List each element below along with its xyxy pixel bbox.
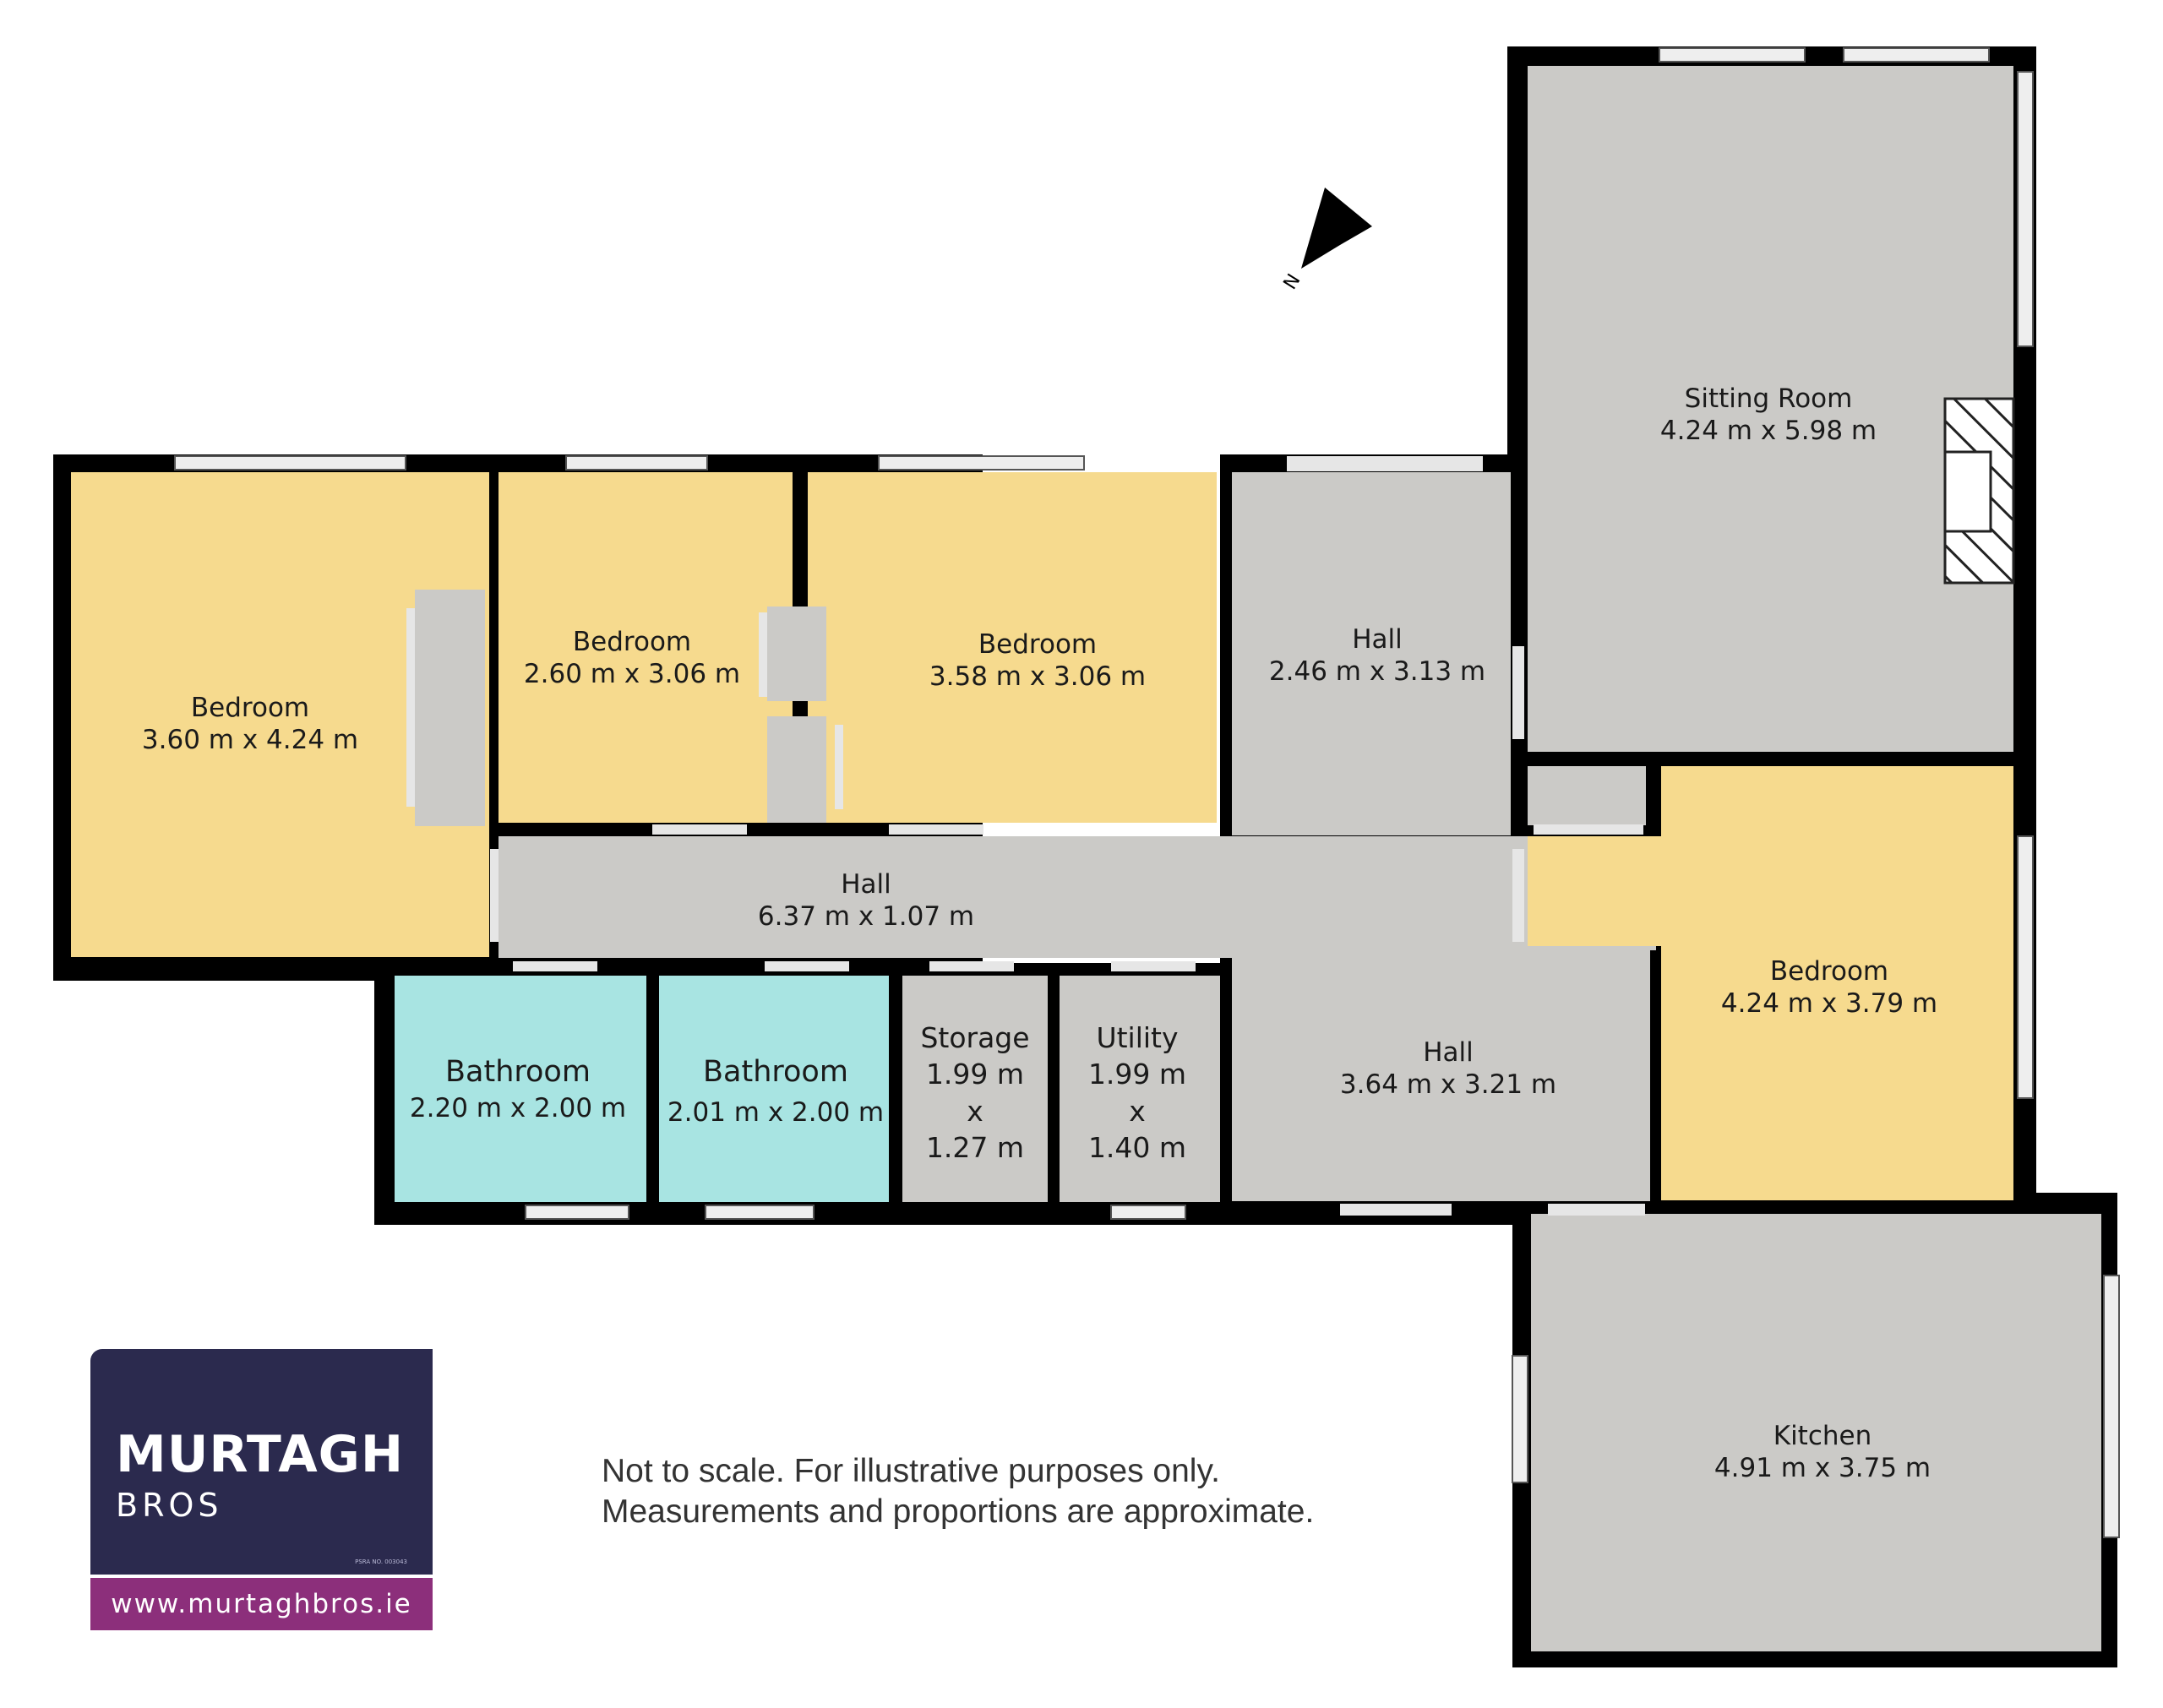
storage-label: Storage — [920, 1021, 1029, 1054]
utility-label: Utility — [1096, 1021, 1178, 1054]
closet1 — [767, 607, 826, 701]
utility-floor — [1060, 976, 1220, 1202]
kitchen-floor — [1531, 1214, 2101, 1651]
hall2-label: Hall — [841, 869, 891, 900]
room-labels: Bedroom 3.60 m x 4.24 m Bedroom 2.60 m x… — [142, 383, 1937, 1483]
sitting-floor — [1528, 66, 2013, 752]
bedroom2-dims: 2.60 m x 3.06 m — [524, 659, 740, 689]
bath1-floor — [395, 976, 646, 1202]
bedroom2-label: Bedroom — [573, 627, 691, 657]
hall3-cupboard — [1528, 766, 1646, 825]
hall2-dims: 6.37 m x 1.07 m — [758, 901, 974, 932]
storage-x: x — [967, 1095, 983, 1128]
sitting-label: Sitting Room — [1685, 383, 1853, 414]
logo-website: www.murtaghbros.ie — [90, 1575, 433, 1630]
bedroom4-dims: 4.24 m x 3.79 m — [1721, 988, 1937, 1019]
utility-dims1: 1.99 m — [1088, 1058, 1186, 1091]
bedroom1-wardrobe — [415, 590, 485, 826]
utility-x: x — [1129, 1095, 1146, 1128]
logo-brand: MURTAGH — [116, 1425, 405, 1484]
bedroom4-floor — [1661, 766, 2013, 1200]
kitchen-dims: 4.91 m x 3.75 m — [1714, 1453, 1931, 1483]
hall1-label: Hall — [1352, 624, 1403, 655]
hall3-label: Hall — [1423, 1037, 1474, 1068]
bedroom3-label: Bedroom — [978, 629, 1097, 660]
disclaimer-note: Not to scale. For illustrative purposes … — [602, 1451, 1314, 1532]
bedroom3-floor — [808, 472, 1217, 823]
windows — [174, 47, 2120, 1538]
utility-dims2: 1.40 m — [1088, 1131, 1186, 1164]
bedroom1-label: Bedroom — [191, 693, 309, 723]
bedroom4-label: Bedroom — [1770, 956, 1888, 987]
murtagh-bros-logo: MURTAGH BROS PSRA NO. 003043 www.murtagh… — [90, 1349, 433, 1630]
hall1-floor — [1232, 472, 1511, 835]
hall1-dims: 2.46 m x 3.13 m — [1269, 656, 1485, 687]
closet2 — [767, 716, 826, 823]
north-arrow-icon: N — [1280, 188, 1372, 293]
storage-floor — [902, 976, 1048, 1202]
compass-label: N — [1280, 270, 1305, 293]
disclaimer-line1: Not to scale. For illustrative purposes … — [602, 1453, 1220, 1489]
room-floors — [71, 66, 2101, 1651]
bath2-label: Bathroom — [703, 1055, 848, 1089]
logo-psra: PSRA NO. 003043 — [355, 1558, 407, 1565]
sitting-dims: 4.24 m x 5.98 m — [1660, 416, 1877, 446]
bedroom3-dims: 3.58 m x 3.06 m — [929, 661, 1146, 692]
bath1-dims: 2.20 m x 2.00 m — [410, 1093, 626, 1123]
bedroom1-dims: 3.60 m x 4.24 m — [142, 725, 358, 755]
storage-dims1: 1.99 m — [926, 1058, 1024, 1091]
logo-brand-sub: BROS — [116, 1487, 223, 1524]
fireplace — [1943, 397, 2015, 585]
hall3-dims: 3.64 m x 3.21 m — [1340, 1069, 1556, 1100]
door-openings — [406, 456, 1645, 1216]
bath2-dims: 2.01 m x 2.00 m — [667, 1097, 884, 1128]
bedroom4-alcove — [1528, 836, 1663, 946]
bedroom2-floor — [499, 472, 793, 823]
disclaimer-line2: Measurements and proportions are approxi… — [602, 1493, 1315, 1530]
bath1-label: Bathroom — [445, 1055, 591, 1089]
kitchen-label: Kitchen — [1773, 1421, 1872, 1451]
storage-dims2: 1.27 m — [926, 1131, 1024, 1164]
bath2-floor — [659, 976, 889, 1202]
